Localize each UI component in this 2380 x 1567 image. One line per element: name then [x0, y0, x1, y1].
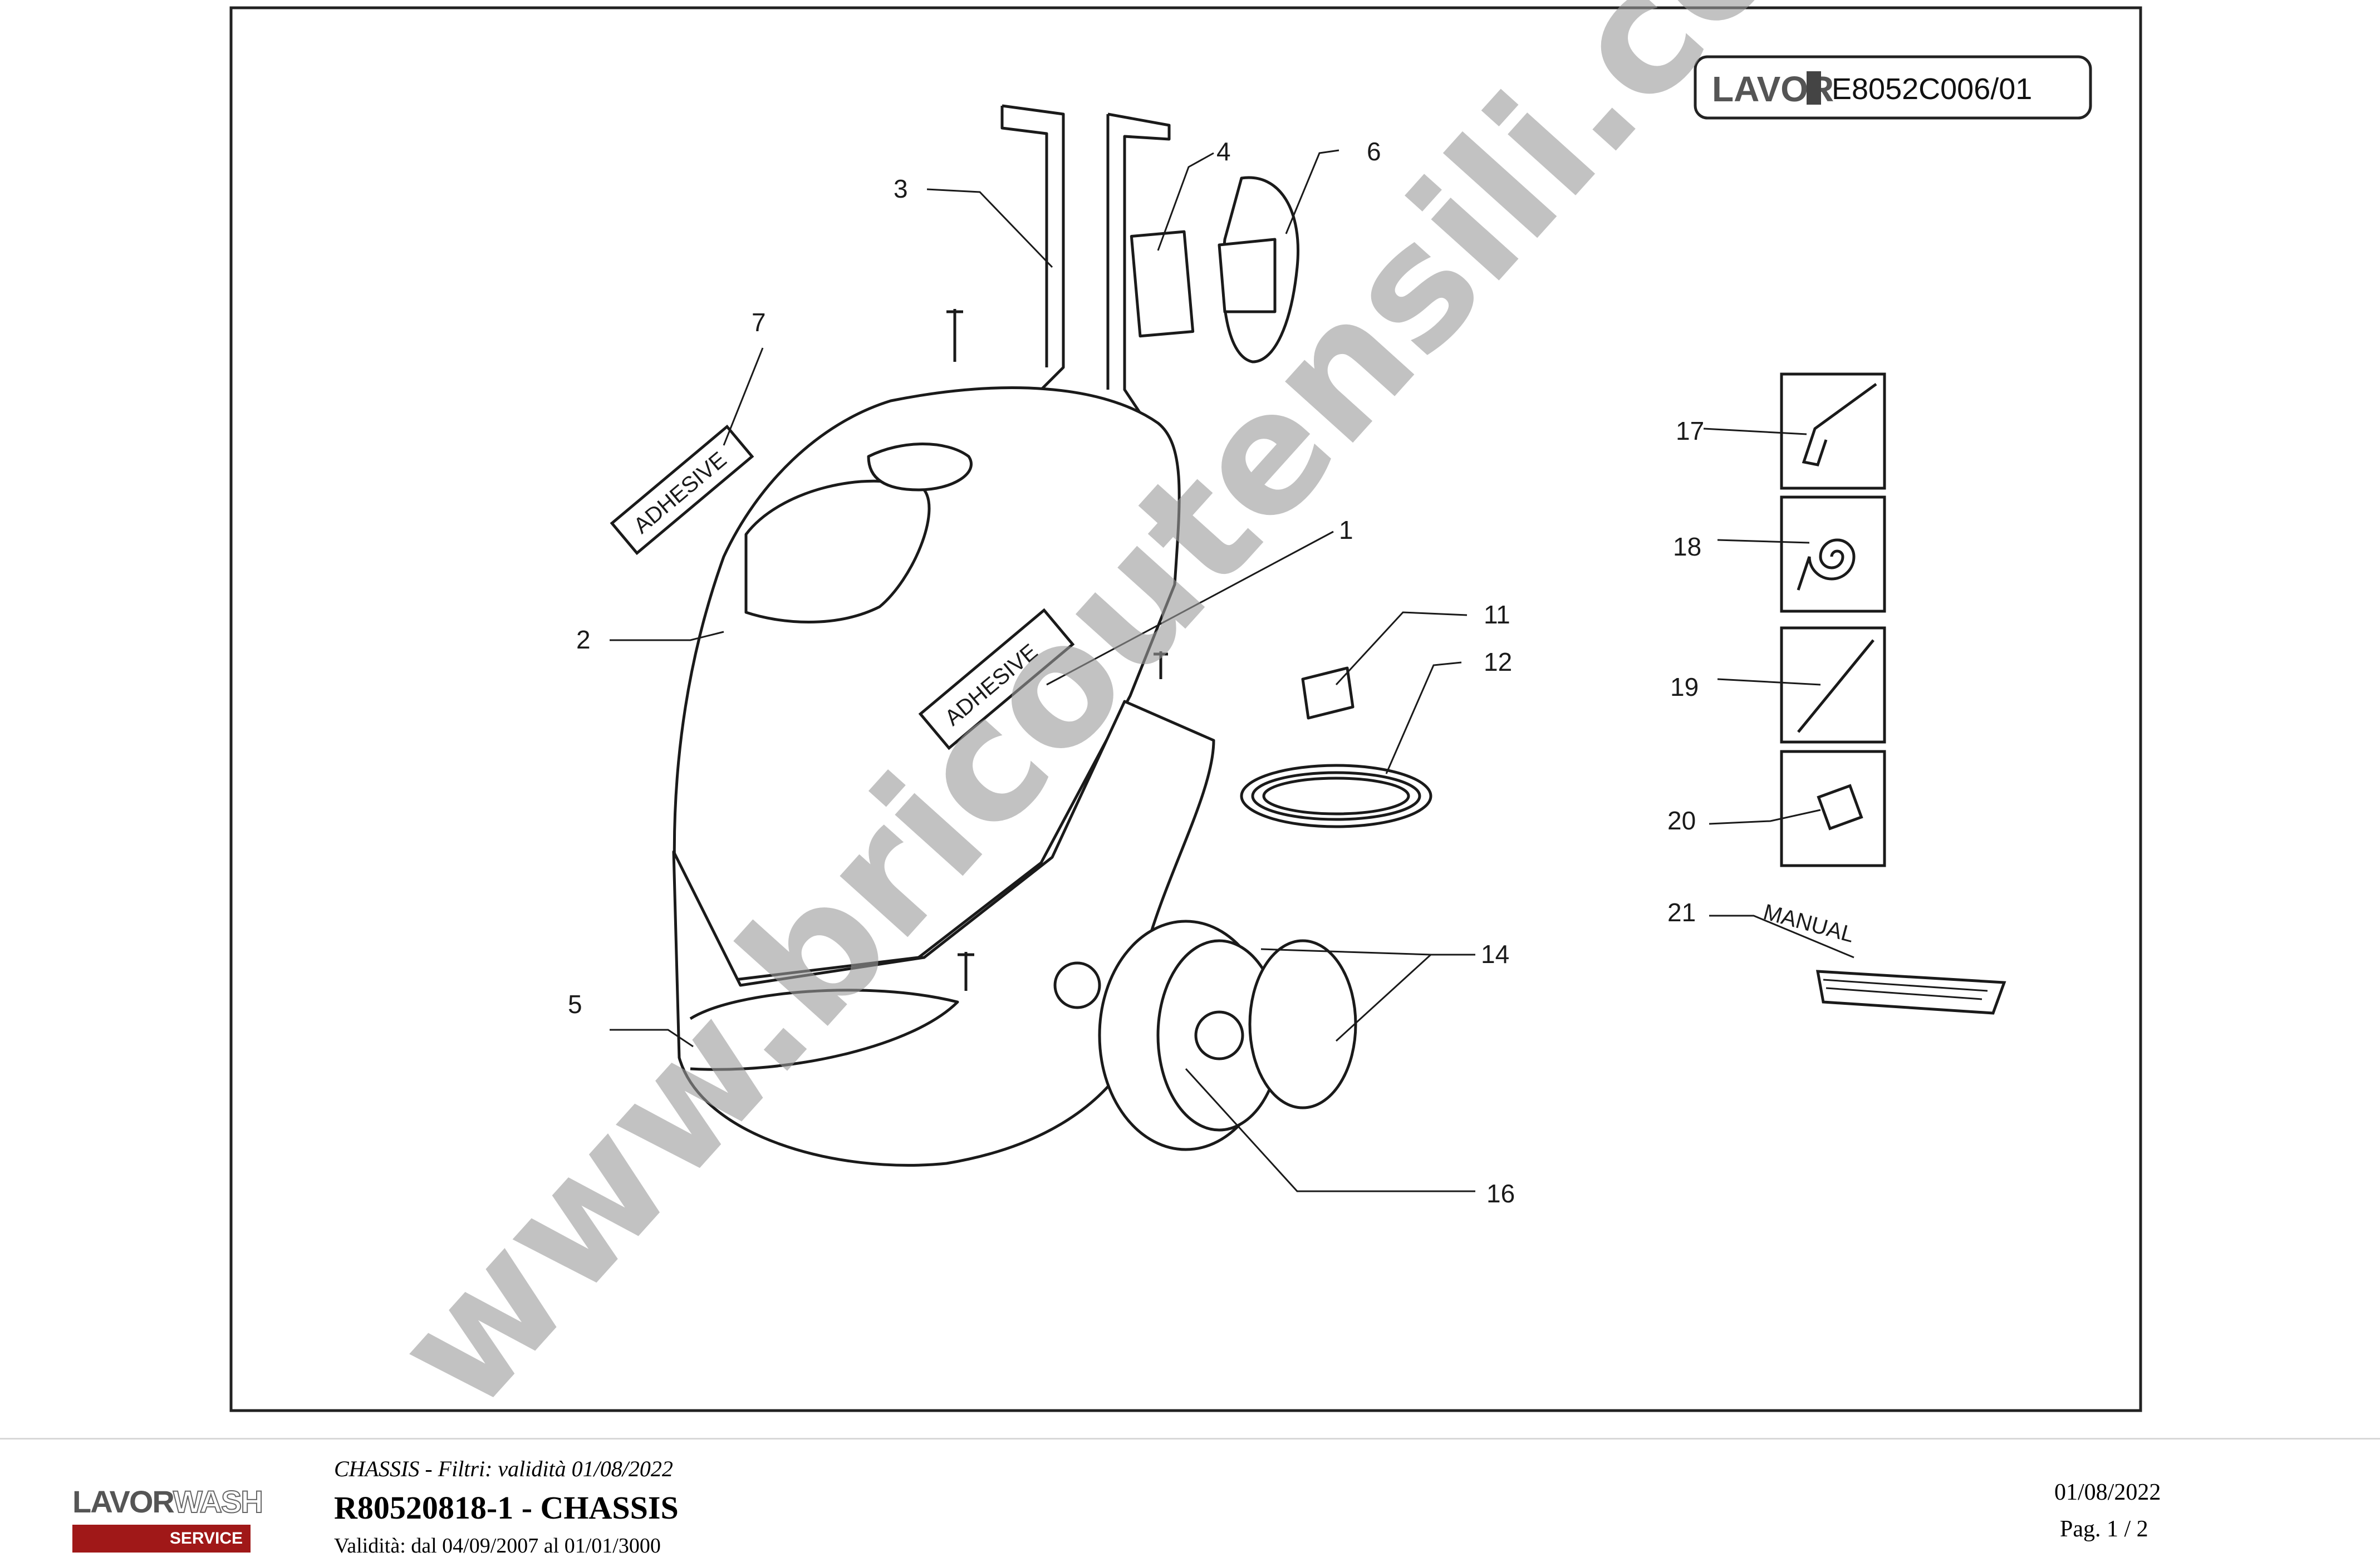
gun-box — [1780, 372, 1886, 490]
drawing-code: E8052C006/01 — [1832, 72, 2032, 106]
lower-chassis-part — [672, 700, 1215, 1167]
footer-rule — [0, 1438, 2380, 1440]
logo-service-text: SERVICE — [169, 1529, 243, 1548]
logo-word: LAVORWASH — [72, 1484, 264, 1520]
adhesive-label-7: ADHESIVE — [629, 447, 731, 538]
handle-part — [1000, 104, 1171, 424]
callout-12: 12 — [1484, 647, 1512, 676]
callout-5: 5 — [568, 990, 582, 1019]
footer-date: 01/08/2022 — [2054, 1480, 2161, 1505]
callout-14: 14 — [1481, 940, 1509, 969]
footer-filter-line: CHASSIS - Filtri: validità 01/08/2022 — [334, 1456, 673, 1481]
lance-icon — [1797, 639, 1874, 733]
lance-box — [1780, 626, 1886, 744]
logo-word-wash: WASH — [173, 1484, 264, 1520]
footer-code-title: R80520818-1 - CHASSIS — [334, 1490, 679, 1526]
exploded-parts-diagram: LAVOR E8052C006/01 — [229, 0, 2142, 1433]
diagram-frame — [229, 6, 2142, 1412]
adhesive-sticker-7: ADHESIVE — [610, 424, 754, 556]
watermark: www.bricoutensili.com — [358, 0, 1936, 1433]
accessory-boxes — [1780, 372, 1886, 867]
footer-validity-line: Validità: dal 04/09/2007 al 01/01/3000 — [334, 1534, 661, 1558]
callout-3: 3 — [894, 174, 908, 203]
nozzle-icon — [1817, 784, 1863, 831]
page-footer: LAVORWASH SERVICE CHASSIS - Filtri: vali… — [0, 1433, 2380, 1567]
callout-1: 1 — [1339, 515, 1353, 544]
callout-18: 18 — [1673, 532, 1701, 561]
chassis-drawing — [672, 104, 1432, 1167]
callout-16: 16 — [1486, 1179, 1515, 1208]
bracket-plate-part — [1130, 230, 1195, 338]
wheel-cap-part — [1248, 939, 1357, 1109]
axle-part — [1053, 961, 1101, 1009]
callout-21: 21 — [1667, 898, 1696, 927]
hose-box — [1780, 495, 1886, 613]
manual-booklet: MANUAL — [1761, 900, 2006, 1015]
leader-lines — [610, 149, 1854, 1192]
logo-word-lavor: LAVOR — [72, 1484, 174, 1519]
logo-service-bar: SERVICE — [72, 1525, 251, 1553]
callout-7: 7 — [752, 308, 766, 337]
power-cable-part — [1240, 764, 1432, 828]
callout-17: 17 — [1676, 416, 1704, 445]
footer-page-number: Pag. 1 / 2 — [2060, 1516, 2148, 1542]
callout-6: 6 — [1367, 137, 1381, 166]
lavor-pro-mark — [1807, 71, 1821, 105]
callout-19: 19 — [1670, 672, 1699, 701]
callout-4: 4 — [1216, 137, 1231, 166]
callout-20: 20 — [1667, 806, 1696, 835]
lavor-wash-service-logo: LAVORWASH SERVICE — [72, 1484, 264, 1556]
callout-2: 2 — [576, 625, 591, 654]
gun-icon — [1802, 382, 1877, 466]
hose-coil-icon — [1797, 538, 1856, 591]
nozzle-box — [1780, 750, 1886, 867]
drawing-code-box: LAVOR E8052C006/01 — [1694, 55, 2092, 120]
callout-11: 11 — [1484, 600, 1510, 629]
screw-part — [946, 309, 963, 362]
manual-label: MANUAL — [1761, 900, 1857, 947]
